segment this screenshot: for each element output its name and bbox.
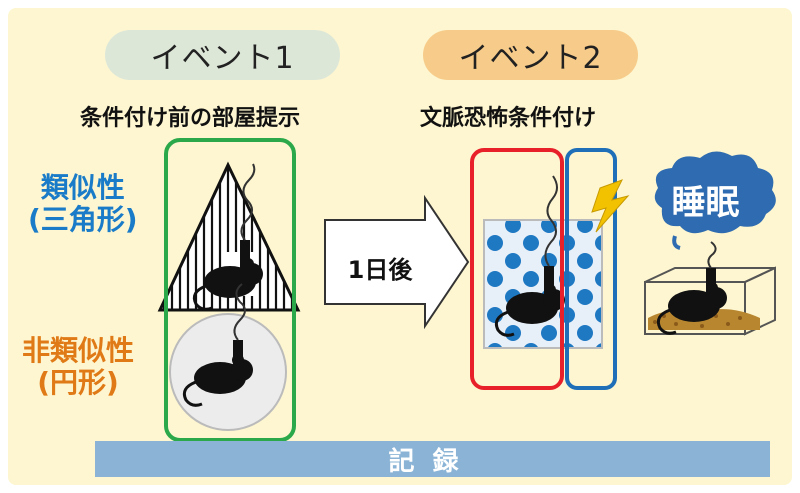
cloud-icon [654, 151, 776, 250]
mouse-icon [494, 266, 567, 337]
triangle-room [157, 161, 301, 312]
event1-description: 条件付け前の部屋提示 [80, 106, 301, 131]
similar-label-line1: 類似性 [40, 171, 125, 204]
mouse-icon [192, 240, 265, 311]
lightning-icon [591, 179, 630, 233]
event2-pill: イベント2 [423, 30, 638, 80]
dissimilar-label: 非類似性 (円形) [22, 335, 134, 399]
event2-label: イベント2 [458, 41, 603, 76]
conditioning-room [483, 175, 603, 349]
event2-description: 文脈恐怖条件付け [420, 106, 597, 131]
event1-highlight-frame [164, 138, 296, 442]
record-bar: 記録 [95, 441, 770, 477]
mouse-icon [182, 340, 255, 407]
sleep-label: 睡眠 [671, 183, 740, 223]
dissimilar-label-line1: 非類似性 [22, 334, 135, 367]
right-arrow-icon [324, 194, 470, 330]
circle-room [169, 283, 287, 431]
event1-label: イベント1 [150, 41, 295, 76]
context-highlight-frame [470, 148, 564, 390]
event1-pill: イベント1 [105, 30, 340, 80]
record-label: 記録 [388, 446, 477, 477]
similar-label-line2: (三角形) [28, 203, 138, 236]
similar-label: 類似性 (三角形) [28, 172, 138, 236]
mouse-icon [656, 268, 729, 335]
sleep-cage [644, 241, 776, 336]
arrow-label: 1日後 [347, 256, 413, 284]
dissimilar-label-line2: (円形) [37, 366, 119, 399]
shock-highlight-frame [565, 148, 617, 390]
